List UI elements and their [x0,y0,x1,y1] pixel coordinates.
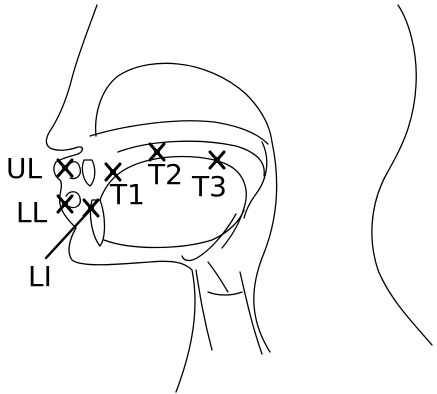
neck-back [372,5,432,345]
li-label: LI [28,260,52,293]
hyoid [208,262,228,292]
tongue-body [104,210,244,248]
ul-marker [58,160,72,176]
larynx-front [196,270,212,350]
ll-label: LL [16,196,48,229]
vocal-folds [208,292,242,295]
upper-incisor [82,160,94,186]
velum [244,142,267,218]
t2-label: T2 [147,158,183,191]
epiglottis [182,214,236,261]
ul-label: UL [6,152,42,185]
t1-label: T1 [109,178,145,211]
hard-palate [90,121,268,144]
t3-label: T3 [191,170,227,203]
larynx-back [240,272,262,354]
